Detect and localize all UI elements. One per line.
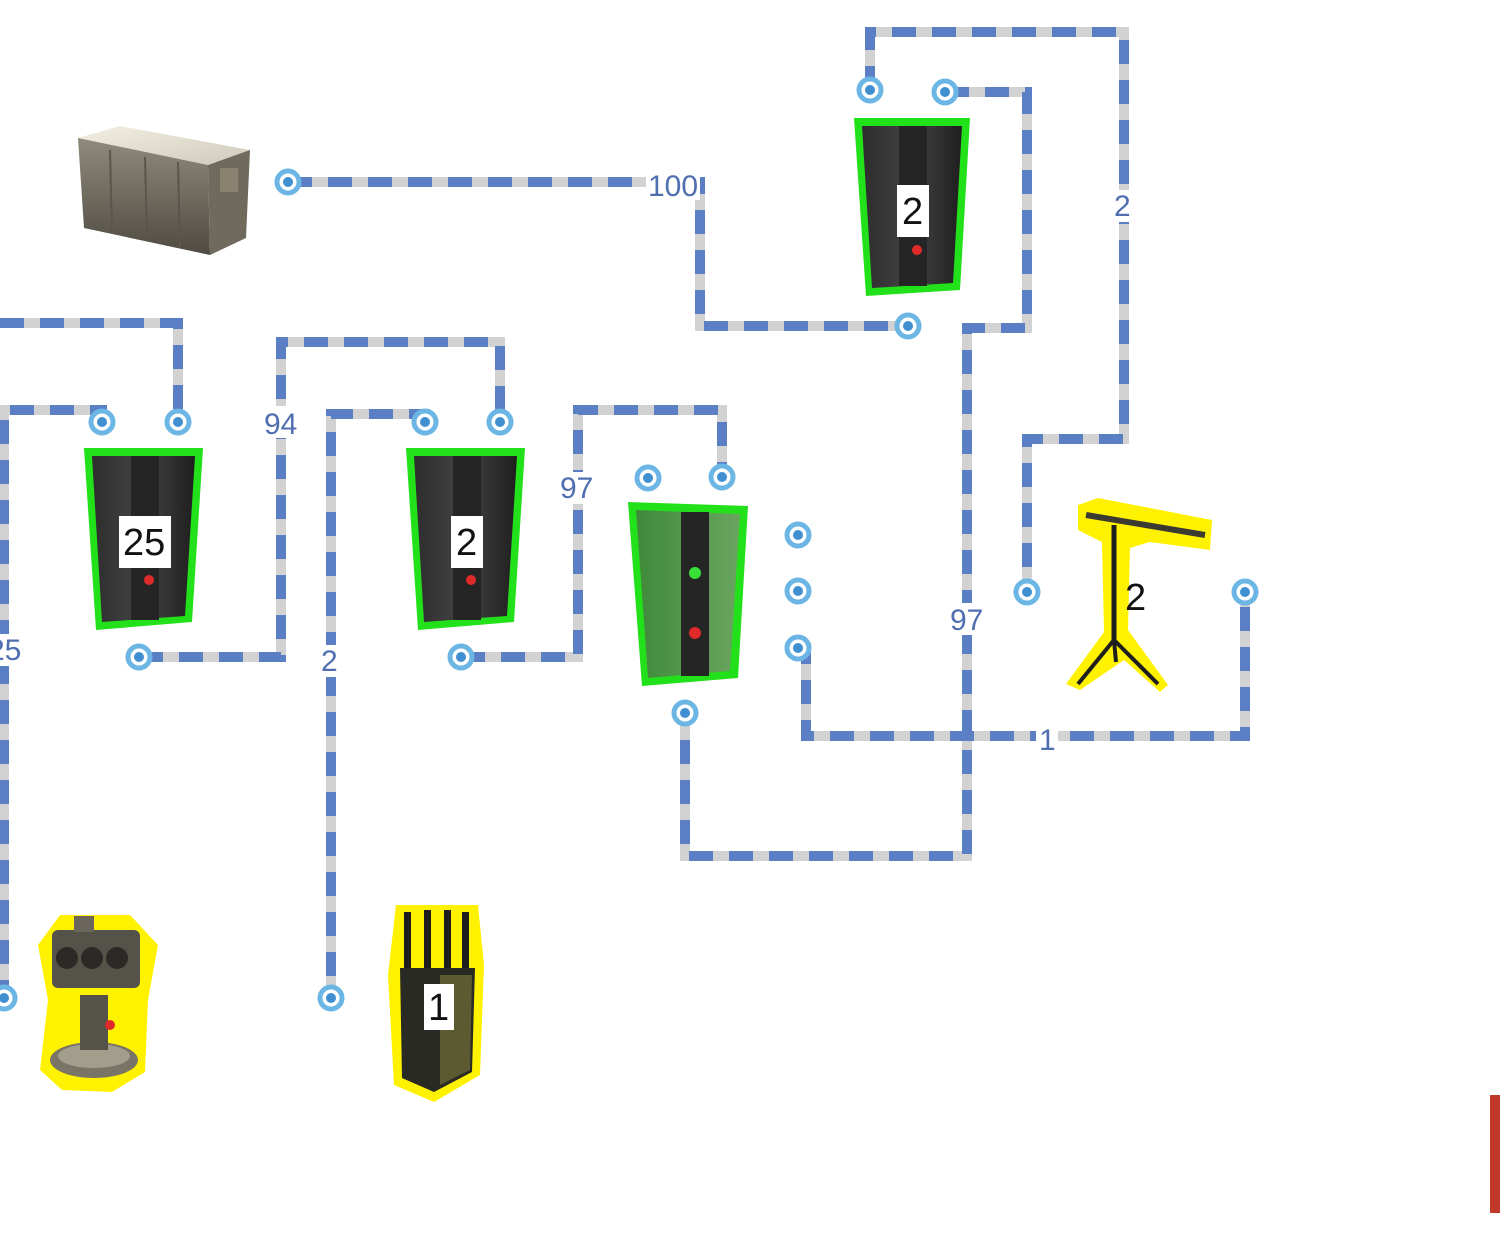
wire-label-left-feed: 94 [264, 408, 297, 441]
connection-port[interactable] [317, 984, 345, 1012]
wire-label-gen-to-top: 100 [648, 170, 698, 203]
wire-label-left-partial: 25 [0, 634, 21, 667]
connection-port[interactable] [125, 643, 153, 671]
wire-switch-to-antenna[interactable] [798, 592, 1250, 741]
wire-mid-splitter-to-switch[interactable] [461, 405, 727, 662]
connection-port[interactable] [486, 408, 514, 436]
jammer-count: 1 [428, 987, 449, 1029]
connection-port[interactable] [411, 408, 439, 436]
wire-top-splitter-to-switch[interactable] [680, 87, 1032, 861]
turret-node[interactable] [38, 915, 158, 1092]
connection-port[interactable] [784, 634, 812, 662]
power-switch-icon [636, 510, 740, 678]
wire-label-mid-feed: 97 [560, 472, 593, 505]
connection-port[interactable] [784, 577, 812, 605]
wire-label-top-branch-out: 2 [1114, 190, 1131, 223]
connection-port[interactable] [1231, 578, 1259, 606]
connection-port[interactable] [856, 76, 884, 104]
connection-port[interactable] [0, 984, 18, 1012]
wire-left-splitter-to-mid-splitter[interactable] [139, 337, 505, 662]
antenna-tripod-icon [1066, 498, 1212, 692]
splitter-count: 2 [902, 191, 923, 233]
wire-left-to-turret[interactable] [0, 405, 107, 998]
connection-port[interactable] [931, 78, 959, 106]
connection-port[interactable] [274, 168, 302, 196]
splitter-count: 2 [456, 522, 477, 564]
connection-port[interactable] [164, 408, 192, 436]
generator-node[interactable] [78, 126, 250, 255]
switch-node[interactable] [628, 502, 748, 686]
connection-port[interactable] [1013, 578, 1041, 606]
top-splitter-node[interactable]: 2 [854, 118, 970, 296]
edge-marker [1490, 1095, 1500, 1213]
wire-label-antenna-feed: 1 [1039, 724, 1056, 757]
connection-port[interactable] [634, 464, 662, 492]
wire-label-switch-feed: 97 [950, 604, 983, 637]
wire-left-top-feed[interactable] [0, 318, 183, 422]
jammer-node[interactable]: 1 [388, 905, 484, 1102]
antenna-count: 2 [1125, 577, 1146, 619]
auto-turret-icon [50, 916, 140, 1078]
connection-port[interactable] [671, 699, 699, 727]
mid-splitter-node[interactable]: 2 [406, 448, 525, 630]
connection-port[interactable] [708, 463, 736, 491]
generator-icon [78, 126, 250, 255]
connection-port[interactable] [894, 312, 922, 340]
wire-labels: 100 2 94 97 97 25 2 1 [0, 168, 1138, 757]
ports [0, 76, 1259, 1012]
wire-generator-to-top-splitter[interactable] [288, 177, 908, 331]
connection-port[interactable] [784, 521, 812, 549]
antenna-node[interactable]: 2 [1066, 498, 1212, 692]
wire-label-jammer-feed: 2 [321, 645, 338, 678]
splitter-count: 25 [123, 522, 165, 564]
connection-port[interactable] [88, 408, 116, 436]
connection-port[interactable] [447, 643, 475, 671]
wire-top-splitter-outer-loop[interactable] [865, 27, 1129, 592]
left-splitter-node[interactable]: 25 [84, 448, 203, 630]
